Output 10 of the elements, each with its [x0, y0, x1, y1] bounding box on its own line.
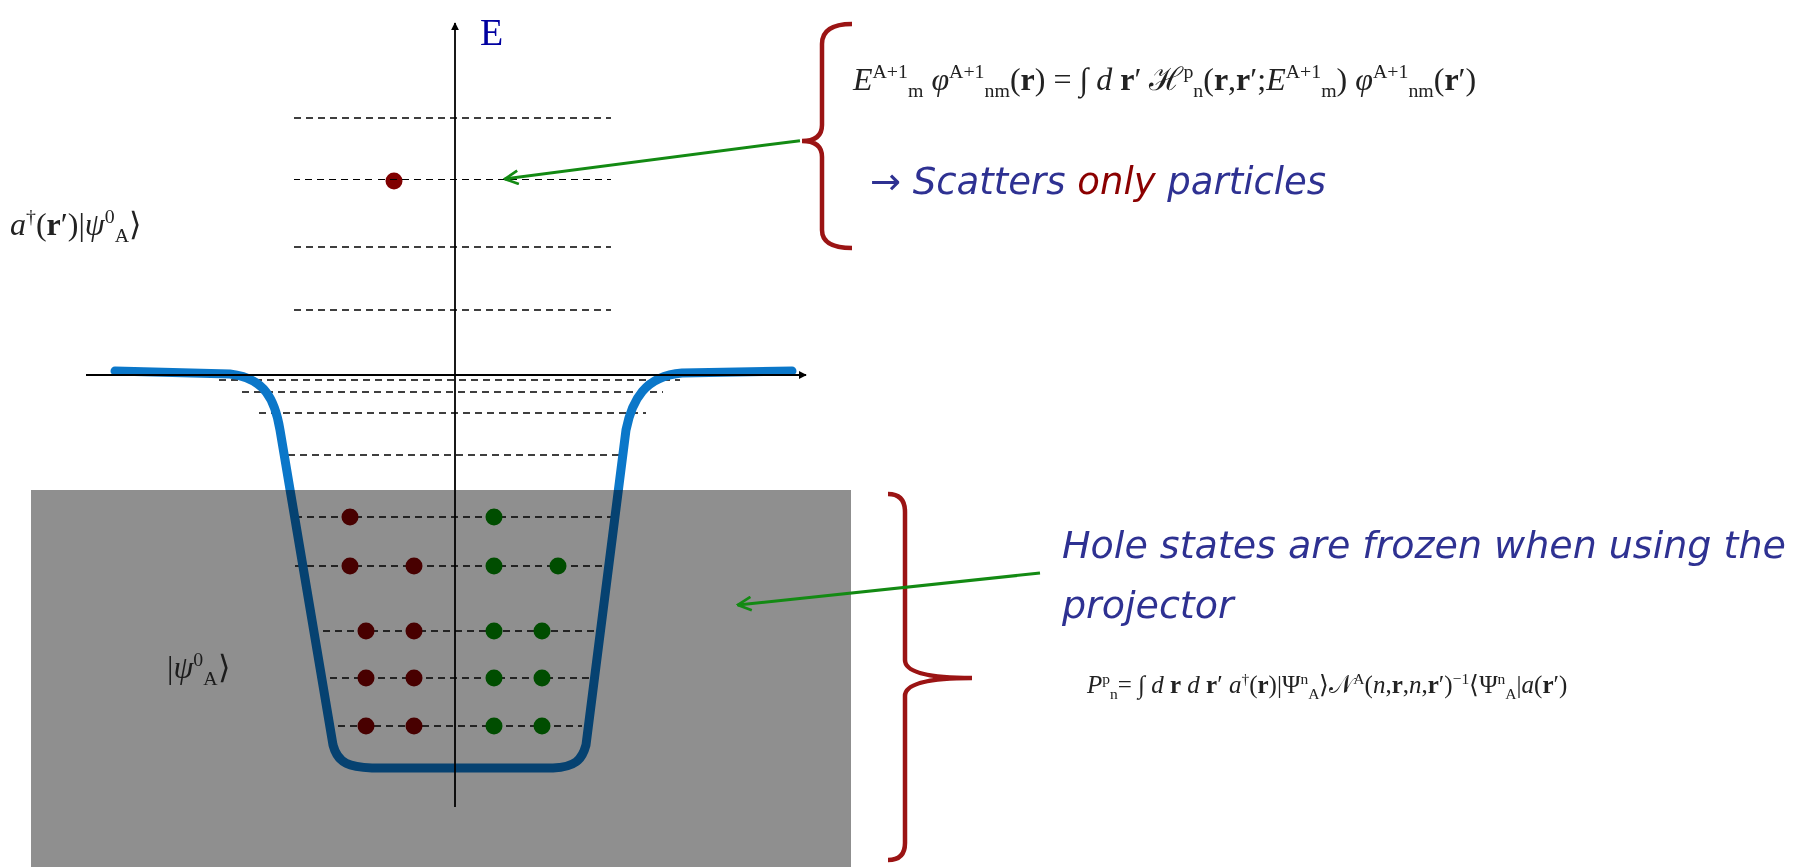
formula: P$^{p}$$_{n}$= ∫ d r d r′ a$^{†}$(r)|Ψ$^{n}$$_{A}$⟩𝒩$^{A}$(n,r,n,r′)$^{−1}$⟨Ψ$^{n}$$_{A}$|a(r′) — [1087, 670, 1568, 704]
axis-label: E — [480, 10, 504, 54]
note-text: Hole states are frozen when using the projector — [1062, 522, 1787, 629]
formula: E$^{A+1}$$_{m}$ φ$^{A+1}$$_{nm}$(r) = ∫ d r′ ℋ$^{p}$$_{n}$(r,r′;E$^{A+1}$$_{m}$) φ$^{A+1}$$_{nm}$(r′) — [853, 59, 1477, 103]
arrow — [503, 139, 801, 186]
shaded-region — [31, 490, 851, 867]
formula: a$^{†}$(r′)|ψ$^{0}$$_{A}$⟩ — [10, 205, 141, 248]
note-text: → Scatters only particles — [870, 160, 1327, 203]
state-label: |ψ$^{0}$$_{A}$⟩ — [167, 648, 230, 691]
arrow — [736, 571, 1041, 612]
